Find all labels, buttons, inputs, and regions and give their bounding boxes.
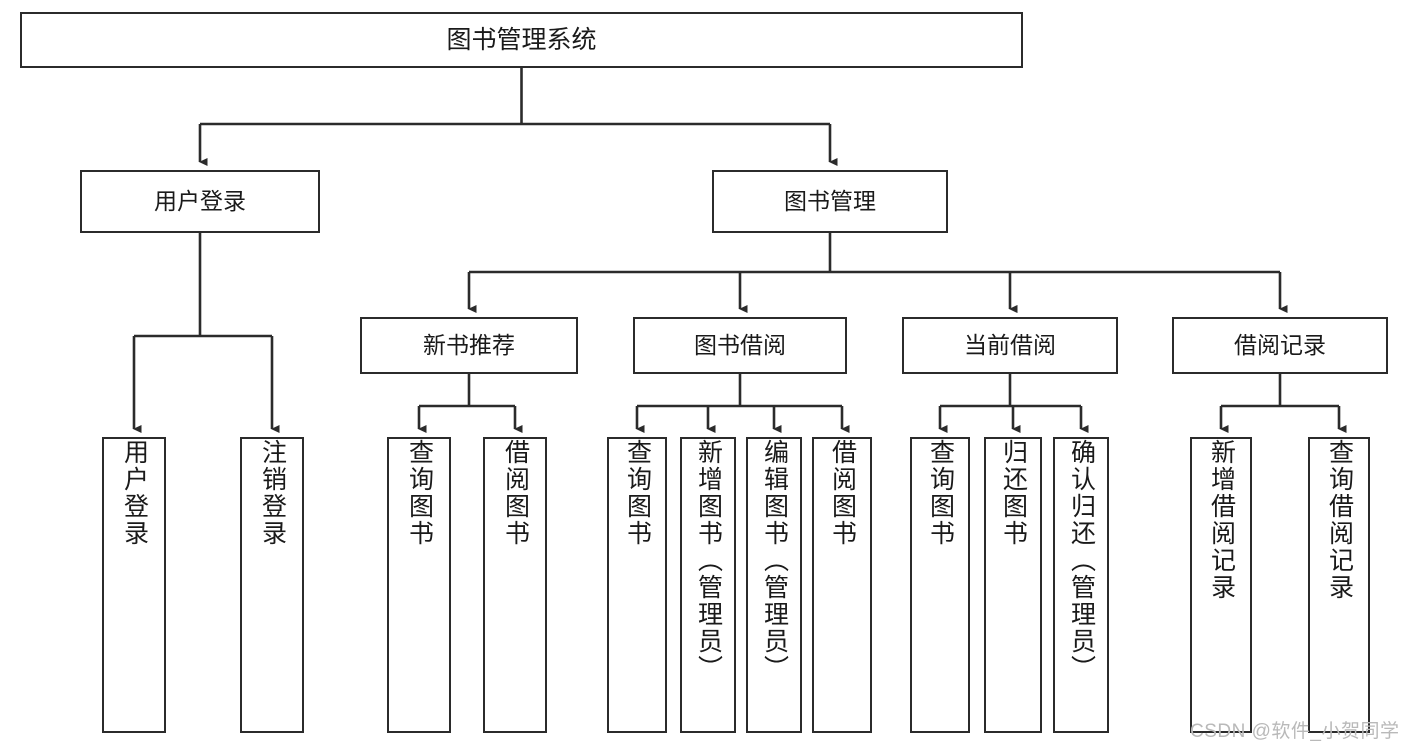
node-new-book-recommend[interactable]: 新书推荐 bbox=[360, 317, 578, 374]
node-leaf-query-record[interactable]: 查询借阅记录 bbox=[1308, 437, 1370, 733]
node-book-manage[interactable]: 图书管理 bbox=[712, 170, 948, 233]
node-leaf-user-logout-label: 注销登录 bbox=[258, 439, 287, 547]
watermark-text: CSDN @软件_小贺同学 bbox=[1190, 721, 1400, 742]
node-leaf-confirm-return-label: 确认归还（管理员） bbox=[1067, 439, 1096, 682]
node-leaf-confirm-return[interactable]: 确认归还（管理员） bbox=[1053, 437, 1109, 733]
node-borrow-record[interactable]: 借阅记录 bbox=[1172, 317, 1388, 374]
node-leaf-query-book-2[interactable]: 查询图书 bbox=[607, 437, 667, 733]
node-leaf-edit-book[interactable]: 编辑图书（管理员） bbox=[746, 437, 802, 733]
node-current-borrow[interactable]: 当前借阅 bbox=[902, 317, 1118, 374]
node-borrow-record-label: 借阅记录 bbox=[1234, 331, 1326, 358]
node-leaf-borrow-book-1[interactable]: 借阅图书 bbox=[483, 437, 547, 733]
node-leaf-borrow-book-2-label: 借阅图书 bbox=[828, 439, 857, 547]
node-leaf-add-book[interactable]: 新增图书（管理员） bbox=[680, 437, 736, 733]
node-leaf-edit-book-label: 编辑图书（管理员） bbox=[760, 439, 789, 682]
node-leaf-query-record-label: 查询借阅记录 bbox=[1325, 439, 1354, 601]
node-leaf-borrow-book-2[interactable]: 借阅图书 bbox=[812, 437, 872, 733]
node-leaf-query-book-3[interactable]: 查询图书 bbox=[910, 437, 970, 733]
node-book-borrow-label: 图书借阅 bbox=[694, 331, 786, 358]
node-leaf-query-book-3-label: 查询图书 bbox=[926, 439, 955, 547]
node-leaf-query-book-1-label: 查询图书 bbox=[405, 439, 434, 547]
node-leaf-add-record-label: 新增借阅记录 bbox=[1207, 439, 1236, 601]
node-leaf-add-record[interactable]: 新增借阅记录 bbox=[1190, 437, 1252, 733]
node-leaf-return-book-label: 归还图书 bbox=[999, 439, 1028, 547]
node-leaf-borrow-book-1-label: 借阅图书 bbox=[501, 439, 530, 547]
node-leaf-add-book-label: 新增图书（管理员） bbox=[694, 439, 723, 682]
node-current-borrow-label: 当前借阅 bbox=[964, 331, 1056, 358]
node-new-book-recommend-label: 新书推荐 bbox=[423, 331, 515, 358]
node-leaf-user-logout[interactable]: 注销登录 bbox=[240, 437, 304, 733]
node-leaf-return-book[interactable]: 归还图书 bbox=[984, 437, 1042, 733]
node-leaf-user-login-label: 用户登录 bbox=[120, 439, 149, 547]
node-root[interactable]: 图书管理系统 bbox=[20, 12, 1023, 68]
node-user-login[interactable]: 用户登录 bbox=[80, 170, 320, 233]
node-leaf-user-login[interactable]: 用户登录 bbox=[102, 437, 166, 733]
node-book-manage-label: 图书管理 bbox=[784, 187, 876, 214]
node-leaf-query-book-1[interactable]: 查询图书 bbox=[387, 437, 451, 733]
node-user-login-label: 用户登录 bbox=[154, 187, 246, 214]
node-leaf-query-book-2-label: 查询图书 bbox=[623, 439, 652, 547]
node-root-label: 图书管理系统 bbox=[446, 26, 597, 54]
node-book-borrow[interactable]: 图书借阅 bbox=[633, 317, 847, 374]
